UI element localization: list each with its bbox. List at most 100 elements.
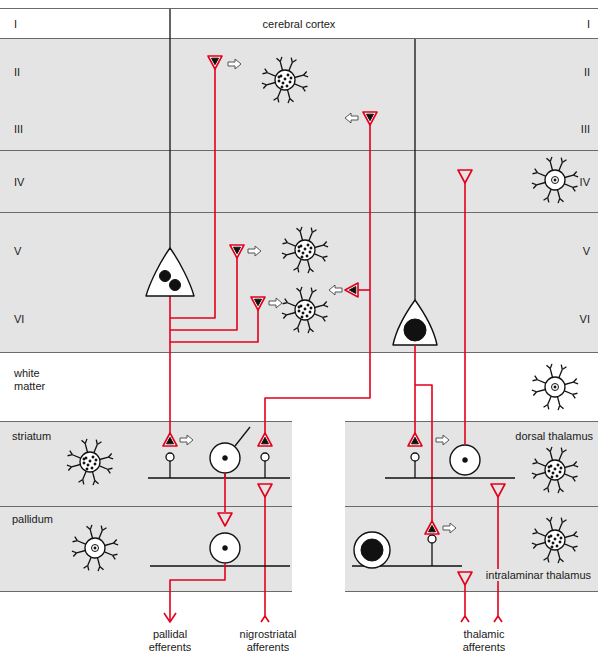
dendrite	[96, 440, 97, 445]
dendrite	[573, 476, 578, 477]
organelle-dot	[298, 310, 300, 312]
dendrite	[573, 547, 576, 551]
nucleus	[223, 456, 228, 461]
dendrite	[294, 328, 298, 331]
dendrite	[544, 405, 548, 408]
cortex-layer-band: IVIV	[0, 150, 598, 213]
dendrite	[561, 365, 562, 370]
dendrite	[79, 480, 83, 483]
label-holder: nigrostriatal afferents	[232, 628, 304, 654]
dendrite	[550, 517, 552, 522]
spine-head	[428, 535, 436, 543]
dendritic-spine	[264, 461, 265, 478]
organelle-dot	[300, 305, 302, 307]
organelle-dot	[298, 250, 300, 252]
nucleolus	[554, 179, 556, 181]
terminal-core	[349, 287, 356, 294]
dendrite	[278, 88, 282, 97]
arrowhead	[164, 613, 176, 622]
modulation-arrow	[248, 246, 261, 256]
organelle-dot	[301, 316, 303, 318]
pathway-label: pallidal efferents	[149, 628, 192, 653]
dendrite	[288, 62, 292, 71]
dendrite	[560, 405, 564, 408]
dendrite	[88, 556, 92, 565]
dendrite	[558, 369, 562, 378]
dendrite	[533, 475, 536, 479]
organelle-dot	[306, 315, 308, 317]
dendrite	[548, 558, 549, 563]
label-holder: thalamic afferents	[453, 628, 515, 654]
dendrite	[280, 57, 282, 62]
organelle-dot	[92, 456, 94, 458]
nucleus-band: dorsal thalamus	[345, 421, 598, 507]
dendrite	[287, 89, 290, 99]
projection-neuron	[450, 445, 480, 475]
dendrite	[546, 365, 550, 368]
dendrite	[313, 313, 322, 317]
nucleus	[404, 319, 426, 341]
organelle-dot	[290, 77, 292, 79]
dendrite	[548, 405, 549, 410]
dendrite	[311, 228, 312, 233]
text-holder: VI	[580, 313, 590, 326]
dendrite	[113, 554, 118, 555]
modulation-arrow	[443, 523, 456, 533]
organelle-dot	[298, 306, 300, 308]
dendrite	[92, 471, 95, 481]
dendrite	[267, 73, 276, 77]
dendrite	[84, 566, 88, 569]
text-holder: cerebral cortex	[0, 18, 598, 31]
dendrite	[558, 452, 562, 461]
dendrite	[352, 565, 462, 566]
dendrite	[308, 328, 310, 333]
organelle-dot	[289, 81, 291, 83]
dendrite	[560, 488, 564, 491]
organelle-dot	[557, 534, 559, 536]
organelle-dot	[304, 308, 306, 310]
organelle-dot	[309, 251, 311, 253]
dendrite	[313, 253, 322, 257]
dendrite	[564, 175, 574, 178]
dendrite	[558, 558, 560, 563]
organelle-dot	[304, 248, 306, 250]
nucleus	[223, 546, 228, 551]
dendrite	[323, 317, 326, 321]
terminal-core	[234, 247, 241, 254]
dendrite	[294, 268, 298, 271]
dendrite	[550, 162, 553, 172]
region-name: dorsal thalamus	[515, 430, 593, 442]
dendrite	[282, 313, 287, 315]
axon-ending	[498, 616, 502, 622]
dendrite	[550, 364, 552, 369]
text-holder: III	[581, 123, 590, 136]
organelle-dot	[89, 460, 91, 462]
text-holder: II	[584, 66, 590, 79]
apical-dendrite	[414, 39, 415, 300]
dendrite	[298, 328, 299, 333]
dendrite	[550, 452, 553, 462]
terminal-core	[262, 437, 269, 444]
dendrite	[100, 566, 104, 569]
interneuron-body	[275, 70, 295, 90]
nucleus-band: pallidum	[0, 506, 292, 592]
dendrite	[558, 198, 560, 203]
nucleolus	[94, 547, 96, 549]
interneuron-body	[545, 460, 565, 480]
dendrite	[283, 315, 286, 319]
organelle-dot	[287, 74, 289, 76]
dendrite	[573, 171, 576, 175]
projection-neuron	[210, 443, 240, 473]
dendrite	[532, 543, 537, 545]
dendrite	[113, 555, 116, 559]
dendrite	[548, 478, 552, 487]
modulation-arrow	[329, 285, 342, 295]
dendrite	[308, 268, 310, 273]
dendrite	[300, 227, 302, 232]
layer-numeral: II	[14, 66, 20, 78]
region-title: cerebral cortex	[263, 18, 336, 30]
dendrite	[263, 85, 266, 89]
dendrite	[310, 328, 314, 331]
spine-head	[261, 453, 269, 461]
